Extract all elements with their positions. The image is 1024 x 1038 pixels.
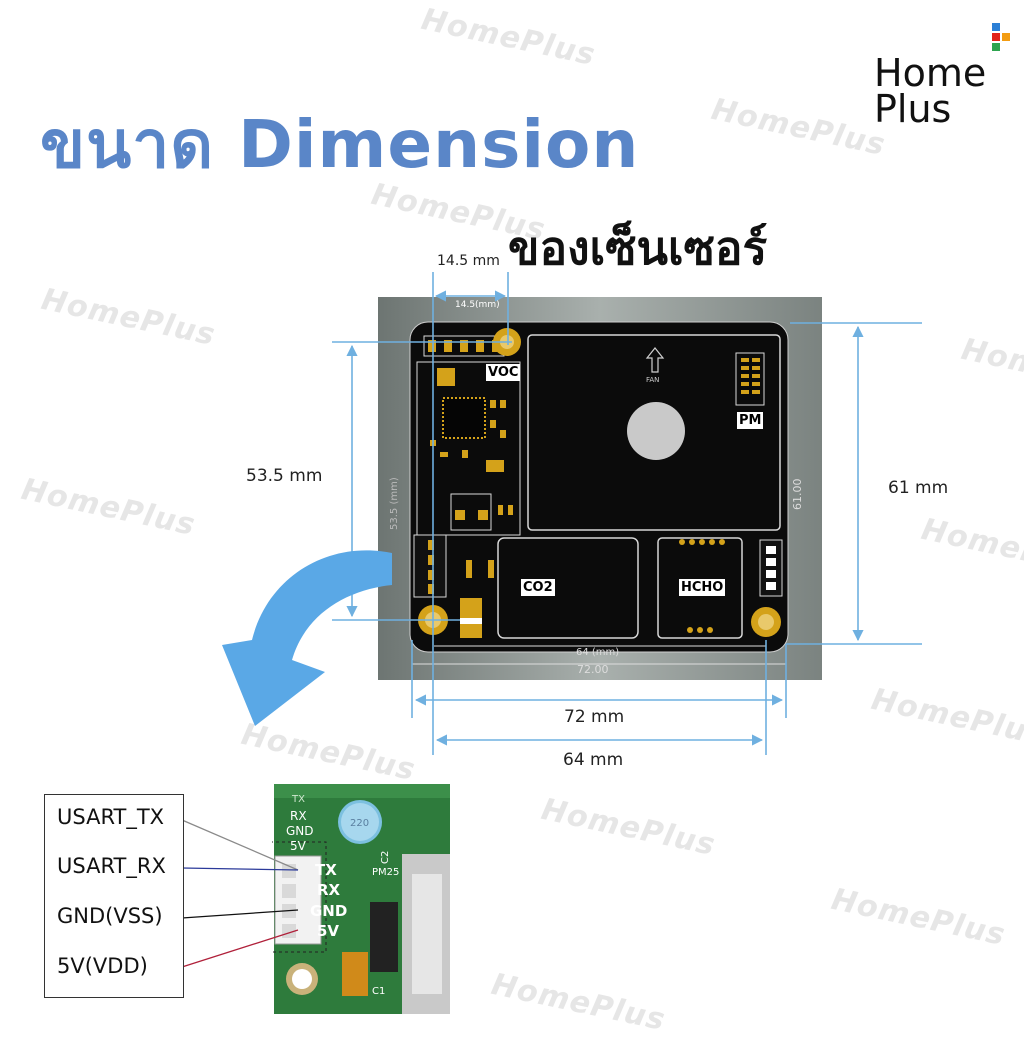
- watermark: HomePlus: [488, 967, 669, 1038]
- pin-wires: [181, 819, 299, 968]
- logo-line1: Home: [874, 51, 987, 95]
- voc-label: VOC: [486, 364, 521, 381]
- board-drawing: U3 14.5(mm) 53.5 (mm) 61.00 64 (mm) 72.0…: [222, 272, 922, 755]
- silk-pin-tx: TX: [291, 794, 305, 805]
- co2-module: [497, 537, 639, 639]
- curved-arrow-icon: [222, 550, 392, 726]
- cap2-label: C2: [380, 851, 391, 864]
- hcho-label: HCHO: [679, 579, 726, 596]
- dim-inner-width: 64 mm: [563, 750, 624, 770]
- module-label: PM25: [372, 867, 399, 878]
- logo-squares-icon: [992, 23, 1010, 51]
- page-title: ขนาด Dimension: [40, 106, 640, 183]
- pin-row-5v: 5V(VDD): [57, 954, 148, 978]
- conn-pin-rx: RX: [317, 881, 341, 899]
- pinout-photo: 220 TX RX GND 5V PM25 C1 C2: [272, 784, 450, 1014]
- pin-row-gnd: GND(VSS): [57, 904, 163, 928]
- pin-legend: USART_TX USART_RX GND(VSS) 5V(VDD): [44, 794, 184, 998]
- silk-pin-rx: RX: [290, 809, 307, 823]
- silk-pin-5v: 5V: [290, 839, 307, 853]
- mcu-chip: [442, 397, 486, 439]
- logo-line2: Plus: [874, 87, 952, 131]
- brand-logo: Home Plus: [874, 23, 1014, 131]
- dim-top-width: 14.5 mm: [437, 253, 500, 269]
- dim-left-height: 53.5 mm: [246, 466, 323, 486]
- silk-left: 53.5 (mm): [389, 477, 400, 530]
- conn-pin-5v: 5V: [317, 922, 340, 940]
- silk-bottom2: 72.00: [577, 663, 609, 676]
- conn-pin-tx: TX: [315, 861, 337, 879]
- silk-right: 61.00: [791, 479, 804, 511]
- conn-pin-gnd: GND: [310, 902, 348, 920]
- pin-row-tx: USART_TX: [57, 805, 165, 829]
- silk-pin-gnd: GND: [286, 824, 314, 838]
- voc-area: [416, 361, 521, 536]
- fan-arrow-icon: [645, 347, 665, 373]
- dim-right-height: 61 mm: [888, 478, 949, 498]
- fan-silk: FAN: [646, 376, 659, 384]
- silk-bottom1: 64 (mm): [576, 647, 619, 658]
- pin-row-rx: USART_RX: [57, 854, 166, 878]
- co2-label: CO2: [521, 579, 555, 596]
- page-subtitle: ของเซ็นเซอร์: [508, 221, 768, 275]
- dim-outer-width: 72 mm: [564, 707, 625, 727]
- watermark: HomePlus: [538, 792, 719, 863]
- silk-top: 14.5(mm): [455, 300, 500, 310]
- pm-label: PM: [737, 412, 764, 429]
- cap-text: 220: [350, 818, 369, 829]
- cap-label: C1: [372, 986, 385, 997]
- watermark: HomePlus: [828, 882, 1009, 953]
- fan-hole: [627, 402, 685, 460]
